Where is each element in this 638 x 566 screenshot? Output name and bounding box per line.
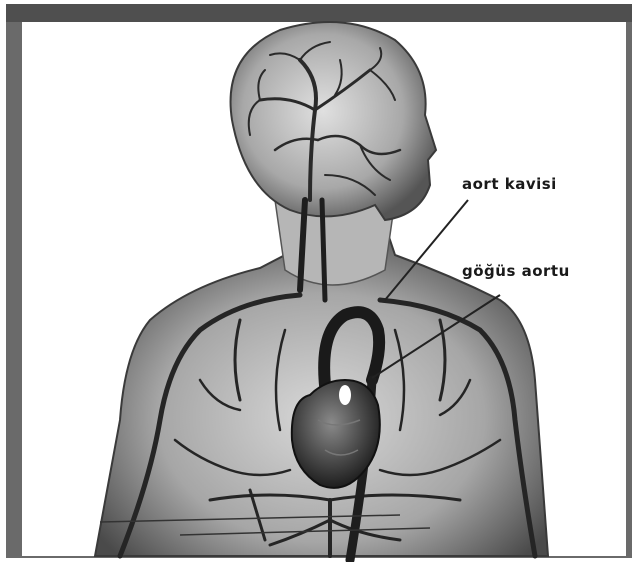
aortic-arch-label: aort kavisi xyxy=(462,175,557,193)
thoracic-aorta-label: göğüs aortu xyxy=(462,262,570,280)
heart-highlight xyxy=(339,385,351,405)
top-border-bar xyxy=(6,4,632,22)
